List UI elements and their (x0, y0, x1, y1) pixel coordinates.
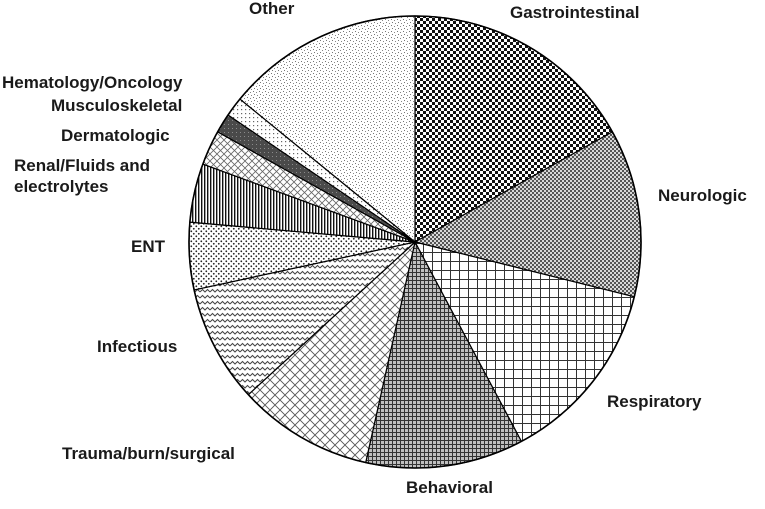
slice-label-behavioral: Behavioral (406, 478, 493, 497)
pie-outline (188, 15, 642, 469)
slice-label-musculoskeletal: Musculoskeletal (51, 96, 182, 115)
slice-label-gastrointestinal: Gastrointestinal (510, 3, 639, 22)
slice-label-neurologic: Neurologic (658, 186, 747, 205)
slice-label-dermatologic: Dermatologic (61, 126, 170, 145)
pie-slices (188, 15, 642, 469)
slice-label-hematology-oncology: Hematology/Oncology (2, 73, 183, 92)
slice-label-respiratory: Respiratory (607, 392, 702, 411)
slice-label-infectious: Infectious (97, 337, 177, 356)
slice-label-trauma-burn-surgical: Trauma/burn/surgical (62, 444, 235, 463)
slice-label-other: Other (249, 0, 295, 18)
slice-labels: GastrointestinalNeurologicRespiratoryBeh… (2, 0, 747, 497)
slice-label-ent: ENT (131, 237, 166, 256)
